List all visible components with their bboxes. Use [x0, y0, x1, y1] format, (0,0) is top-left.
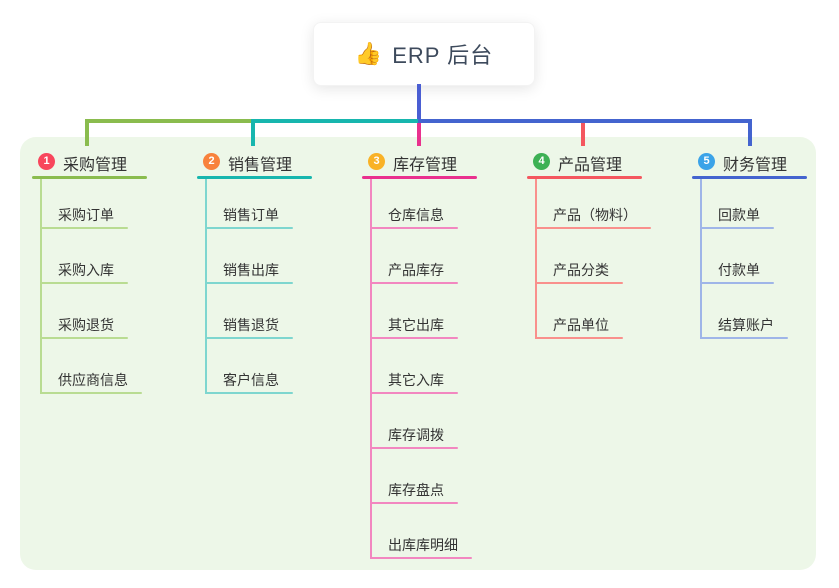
root-node[interactable]: 👍 ERP 后台 — [313, 22, 535, 86]
branch-label: 财务管理 — [723, 157, 788, 174]
child-underline — [370, 227, 458, 229]
child-node-供应商信息[interactable]: 供应商信息 — [58, 372, 128, 388]
branch-label: 销售管理 — [228, 157, 293, 174]
children-connector-line — [205, 179, 207, 394]
child-node-销售退货[interactable]: 销售退货 — [223, 317, 279, 333]
branch-label: 库存管理 — [393, 157, 458, 174]
branch-label: 产品管理 — [558, 157, 623, 174]
child-node-采购退货[interactable]: 采购退货 — [58, 317, 114, 333]
child-underline — [700, 337, 788, 339]
child-node-采购入库[interactable]: 采购入库 — [58, 262, 114, 278]
branch-underline — [362, 176, 477, 179]
child-node-其它出库[interactable]: 其它出库 — [388, 317, 444, 333]
branch-number-badge: 4 — [533, 153, 550, 170]
child-node-产品库存[interactable]: 产品库存 — [388, 262, 444, 278]
connector-drop — [85, 119, 89, 146]
child-underline — [700, 282, 774, 284]
child-node-其它入库[interactable]: 其它入库 — [388, 372, 444, 388]
child-underline — [370, 502, 458, 504]
child-underline — [370, 557, 472, 559]
child-underline — [40, 337, 128, 339]
child-underline — [370, 337, 458, 339]
child-node-仓库信息[interactable]: 仓库信息 — [388, 207, 444, 223]
child-node-出库库明细[interactable]: 出库库明细 — [388, 537, 458, 553]
child-underline — [205, 227, 293, 229]
connector-drop — [417, 123, 421, 146]
children-connector-line — [370, 179, 372, 559]
child-underline — [205, 282, 293, 284]
child-node-产品单位[interactable]: 产品单位 — [553, 317, 609, 333]
connector-drop — [748, 119, 752, 146]
child-node-采购订单[interactable]: 采购订单 — [58, 207, 114, 223]
child-node-销售出库[interactable]: 销售出库 — [223, 262, 279, 278]
child-underline — [40, 392, 142, 394]
child-underline — [205, 337, 293, 339]
child-underline — [40, 227, 128, 229]
branch-number-badge: 3 — [368, 153, 385, 170]
child-node-产品分类[interactable]: 产品分类 — [553, 262, 609, 278]
connector-segment — [418, 119, 752, 123]
branch-label: 采购管理 — [63, 157, 128, 174]
root-connector-line — [417, 84, 421, 121]
branch-underline — [32, 176, 147, 179]
branch-underline — [527, 176, 642, 179]
connector-segment — [85, 119, 251, 123]
child-underline — [700, 227, 774, 229]
child-underline — [370, 392, 458, 394]
child-underline — [535, 337, 623, 339]
connector-drop — [251, 119, 255, 146]
children-connector-line — [700, 179, 702, 339]
branch-number-badge: 5 — [698, 153, 715, 170]
branches-panel — [20, 137, 816, 570]
child-node-客户信息[interactable]: 客户信息 — [223, 372, 279, 388]
child-node-回款单[interactable]: 回款单 — [718, 207, 760, 223]
child-node-销售订单[interactable]: 销售订单 — [223, 207, 279, 223]
child-underline — [370, 447, 458, 449]
branch-number-badge: 2 — [203, 153, 220, 170]
connector-drop — [581, 123, 585, 146]
child-underline — [370, 282, 458, 284]
child-node-产品（物料）[interactable]: 产品（物料） — [553, 207, 637, 223]
child-underline — [40, 282, 128, 284]
child-node-结算账户[interactable]: 结算账户 — [718, 317, 774, 333]
child-node-付款单[interactable]: 付款单 — [718, 262, 760, 278]
children-connector-line — [535, 179, 537, 339]
branch-underline — [692, 176, 807, 179]
child-underline — [205, 392, 293, 394]
child-node-库存调拨[interactable]: 库存调拨 — [388, 427, 444, 443]
branch-number-badge: 1 — [38, 153, 55, 170]
children-connector-line — [40, 179, 42, 394]
child-underline — [535, 282, 623, 284]
connector-segment — [251, 119, 418, 123]
root-title: ERP 后台 — [392, 43, 494, 68]
branch-underline — [197, 176, 312, 179]
thumbs-up-icon: 👍 — [354, 41, 383, 66]
child-underline — [535, 227, 651, 229]
child-node-库存盘点[interactable]: 库存盘点 — [388, 482, 444, 498]
